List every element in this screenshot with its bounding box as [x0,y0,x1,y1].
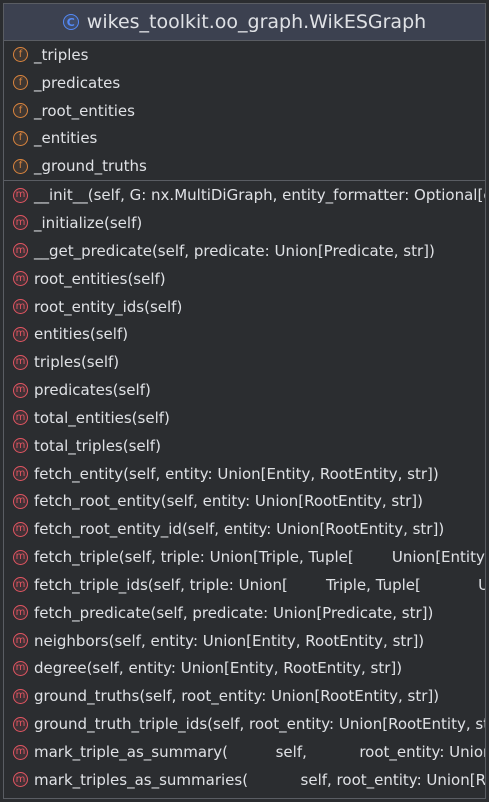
field-row[interactable]: f _predicates [4,69,485,97]
method-icon: m [13,521,28,537]
method-label: degree(self, entity: Union[Entity, RootE… [34,659,403,678]
method-icon: m [13,438,28,454]
method-icon: m [13,299,28,315]
field-icon: f [13,47,28,63]
method-row[interactable]: m fetch_entity(self, entity: Union[Entity… [4,460,485,488]
method-label: __init__(self, G: nx.MultiDiGraph, entit… [34,186,485,205]
method-icon: m [13,466,28,482]
method-label: _initialize(self) [34,213,143,232]
method-label: root_entities(self) [34,269,166,288]
section-divider [4,180,485,182]
method-icon: m [13,215,28,231]
method-row[interactable]: m predicates(self) [4,376,485,404]
method-label: total_triples(self) [34,436,161,455]
method-icon: m [13,633,28,649]
method-row[interactable]: m total_triples(self) [4,432,485,460]
method-icon: m [13,243,28,259]
method-row[interactable]: m fetch_root_entity_id(self, entity: Unio… [4,515,485,543]
method-icon: m [13,187,28,203]
method-row[interactable]: m entities(self) [4,320,485,348]
method-row[interactable]: m __init__(self, G: nx.MultiDiGraph, enti… [4,181,485,209]
method-icon: m [13,716,28,732]
field-row[interactable]: f _entities [4,125,485,153]
method-icon: m [13,605,28,621]
method-icon: m [13,772,28,788]
method-icon: m [13,271,28,287]
method-row[interactable]: m degree(self, entity: Union[Entity, Root… [4,655,485,683]
method-row[interactable]: m _initialize(self) [4,209,485,237]
method-icon: m [13,577,28,593]
field-icon: f [13,103,28,119]
field-row[interactable]: f _ground_truths [4,152,485,180]
method-icon: m [13,660,28,676]
method-icon: m [13,382,28,398]
method-label: root_entity_ids(self) [34,297,183,316]
field-label: _root_entities [34,101,135,120]
method-label: fetch_entity(self, entity: Union[Entity,… [34,464,439,483]
method-row[interactable]: m triples(self) [4,348,485,376]
field-label: _triples [34,45,89,64]
method-label: fetch_root_entity(self, entity: Union[Ro… [34,492,423,511]
method-label: fetch_predicate(self, predicate: Union[P… [34,603,434,622]
method-icon: m [13,688,28,704]
method-label: triples(self) [34,353,120,372]
method-label: ground_truth_triple_ids(self, root_entit… [34,715,485,734]
method-row[interactable]: m total_entities(self) [4,404,485,432]
method-row[interactable]: m ground_truth_triple_ids(self, root_enti… [4,710,485,738]
field-icon: f [13,75,28,91]
method-row[interactable]: m __get_predicate(self, predicate: Union[… [4,237,485,265]
method-icon: m [13,744,28,760]
method-label: fetch_triple_ids(self, triple: Union[ Tr… [34,575,485,594]
field-label: _predicates [34,73,121,92]
class-diagram-node: C wikes_toolkit.oo_graph.WikESGraph f _tr… [3,3,486,799]
method-row[interactable]: m neighbors(self, entity: Union[Entity, R… [4,627,485,655]
method-label: fetch_root_entity_id(self, entity: Union… [34,520,445,539]
method-row[interactable]: m mark_triple_as_summary( self, root_enti… [4,738,485,766]
method-row[interactable]: m fetch_predicate(self, predicate: Union[… [4,599,485,627]
method-icon: m [13,354,28,370]
field-label: _ground_truths [34,157,147,176]
class-icon: C [62,14,79,30]
method-label: __get_predicate(self, predicate: Union[P… [34,241,435,260]
method-row[interactable]: m ground_truths(self, root_entity: Union[… [4,682,485,710]
method-row[interactable]: m root_entity_ids(self) [4,293,485,321]
method-label: total_entities(self) [34,408,170,427]
method-row[interactable]: m fetch_triple_ids(self, triple: Union[ T… [4,571,485,599]
method-label: mark_triple_as_summary( self, root_entit… [34,743,485,762]
method-icon: m [13,326,28,342]
field-label: _entities [34,129,98,148]
class-header: C wikes_toolkit.oo_graph.WikESGraph [4,4,485,41]
method-row[interactable]: m fetch_triple(self, triple: Union[Triple… [4,543,485,571]
methods-section: m __init__(self, G: nx.MultiDiGraph, enti… [4,181,485,794]
method-row[interactable]: m root_entities(self) [4,265,485,293]
method-label: fetch_triple(self, triple: Union[Triple,… [34,548,485,567]
method-row[interactable]: m mark_triples_as_summaries( self, root_e… [4,766,485,794]
method-label: mark_triples_as_summaries( self, root_en… [34,770,485,789]
method-icon: m [13,493,28,509]
method-label: ground_truths(self, root_entity: Union[R… [34,687,440,706]
method-icon: m [13,410,28,426]
method-label: entities(self) [34,325,129,344]
method-label: neighbors(self, entity: Union[Entity, Ro… [34,631,425,650]
field-icon: f [13,130,28,146]
method-label: predicates(self) [34,381,151,400]
method-row[interactable]: m fetch_root_entity(self, entity: Union[R… [4,488,485,516]
field-icon: f [13,158,28,174]
class-title: wikes_toolkit.oo_graph.WikESGraph [86,11,427,33]
field-row[interactable]: f _root_entities [4,97,485,125]
field-row[interactable]: f _triples [4,41,485,69]
method-icon: m [13,549,28,565]
